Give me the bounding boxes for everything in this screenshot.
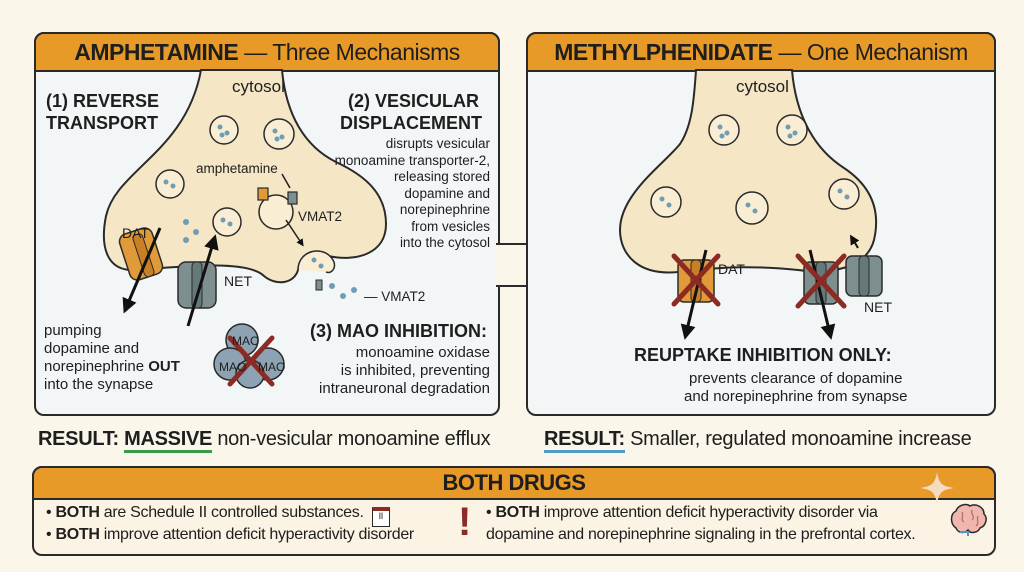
mao-label-top: MAO bbox=[232, 334, 260, 348]
mech2-desc-line: into the cytosol bbox=[399, 235, 490, 250]
bullet-text: are Schedule II controlled substances. bbox=[103, 504, 364, 521]
mech3-desc-line: monoamine oxidase bbox=[355, 344, 490, 361]
mech2-desc-line: from vesicles bbox=[411, 218, 490, 234]
mech3-desc-line: is inhibited, preventing bbox=[340, 362, 490, 379]
amphetamine-dat-transporter bbox=[118, 227, 164, 281]
amphetamine-subtitle: — Three Mechanisms bbox=[244, 38, 460, 65]
mech1-title-line2: TRANSPORT bbox=[46, 113, 158, 133]
methylphenidate-result-text: Smaller, regulated monoamine increase bbox=[630, 428, 972, 450]
amphetamine-title: AMPHETAMINE bbox=[74, 38, 239, 65]
fusing-vesicle bbox=[297, 250, 336, 274]
amphetamine-dat-label: DAT bbox=[122, 225, 149, 241]
reuptake-description: prevents clearance of dopamine and norep… bbox=[684, 370, 907, 406]
vmat2-vesicle bbox=[258, 194, 294, 230]
both-drugs-panel: BOTH DRUGS • BOTH are Schedule II contro… bbox=[32, 466, 996, 556]
methylphenidate-cytosol-label: cytosol bbox=[736, 77, 789, 96]
vmat2-label-b: — VMAT2 bbox=[364, 289, 426, 304]
methylphenidate-title: METHYLPHENIDATE bbox=[554, 38, 773, 65]
methylphenidate-net-label: NET bbox=[864, 299, 892, 315]
reuptake-desc-line: prevents clearance of dopamine bbox=[689, 370, 903, 387]
net-block-x bbox=[795, 253, 847, 309]
pump-desc-line: pumping bbox=[44, 322, 102, 339]
mech2-title-line1: (2) VESICULAR bbox=[348, 91, 480, 111]
bullet-bold: BOTH bbox=[495, 504, 540, 521]
amphetamine-molecule bbox=[257, 187, 269, 201]
methylphenidate-neuron-illustration bbox=[618, 69, 883, 340]
mao-inhibition-x bbox=[227, 335, 275, 387]
methylphenidate-result: RESULT: Smaller, regulated monoamine inc… bbox=[544, 428, 972, 453]
mech2-desc-line: dopamine and bbox=[404, 185, 490, 201]
mech3-desc-line: intraneuronal degradation bbox=[319, 380, 490, 397]
amphetamine-cytosol-label: cytosol bbox=[232, 77, 285, 96]
amphetamine-result: RESULT: MASSIVE non-vesicular monoamine … bbox=[38, 428, 491, 453]
amphetamine-panel-header: AMPHETAMINE — Three Mechanisms bbox=[34, 32, 500, 72]
methylphenidate-result-label: RESULT: bbox=[544, 428, 625, 453]
mech2-description: disrupts vesicular monoamine transporter… bbox=[335, 136, 490, 252]
amphetamine-panel: AMPHETAMINE — Three Mechanisms bbox=[34, 32, 500, 416]
pump-desc-line: dopamine and bbox=[44, 340, 140, 357]
amphetamine-molecule-label: amphetamine bbox=[196, 161, 278, 176]
both-bullet-schedule: • BOTH are Schedule II controlled substa… bbox=[46, 504, 390, 527]
methylphenidate-panel: METHYLPHENIDATE — One Mechanism bbox=[526, 32, 996, 416]
both-bullet-prefrontal-line2: dopamine and norepinephrine signaling in… bbox=[486, 526, 916, 543]
mech2-desc-line: monoamine transporter-2, bbox=[334, 152, 490, 168]
bullet-text: improve attention deficit hyperactivity … bbox=[543, 504, 878, 521]
mech2-desc-line: releasing stored bbox=[393, 169, 490, 184]
bullet-bold: BOTH bbox=[55, 504, 100, 521]
amphetamine-net-transporter bbox=[177, 261, 217, 309]
both-drugs-header: BOTH DRUGS bbox=[32, 466, 996, 500]
brain-icon bbox=[950, 503, 987, 536]
reuptake-desc-line: and norepinephrine from synapse bbox=[684, 388, 908, 405]
pump-desc-text: norepinephrine bbox=[44, 358, 149, 375]
methylphenidate-net-transporter bbox=[845, 255, 883, 297]
amphetamine-neuron-illustration bbox=[102, 69, 388, 389]
vesicle bbox=[155, 115, 295, 237]
vmat2-transporter bbox=[287, 191, 298, 205]
reuptake-title: REUPTAKE INHIBITION ONLY: bbox=[634, 345, 892, 365]
mao-label-right: MAO bbox=[258, 360, 286, 374]
pump-desc-line: norepinephrine OUT bbox=[44, 358, 180, 376]
amphetamine-result-label: RESULT: bbox=[38, 428, 119, 450]
sparkle-icon bbox=[920, 472, 954, 504]
amphetamine-neuron-terminal bbox=[102, 69, 388, 284]
mech1-title-line1: (1) REVERSE bbox=[46, 91, 160, 111]
mao-label-left: MAO bbox=[219, 360, 247, 374]
pump-desc-line: into the synapse bbox=[44, 376, 154, 393]
bullet-bold: BOTH bbox=[55, 526, 100, 543]
vmat2-label: VMAT2 bbox=[298, 209, 343, 224]
mech3-title: (3) MAO INHIBITION: bbox=[310, 321, 487, 341]
methylphenidate-neuron-terminal bbox=[618, 69, 878, 274]
exclamation-icon: ! bbox=[458, 500, 472, 544]
both-bullet-adhd: • BOTH improve attention deficit hyperac… bbox=[46, 526, 415, 543]
amphetamine-net-label: NET bbox=[224, 273, 252, 289]
methylphenidate-subtitle: — One Mechanism bbox=[778, 38, 968, 65]
pump-desc-out: OUT bbox=[148, 358, 180, 375]
amphetamine-result-emphasis: MASSIVE bbox=[124, 428, 212, 453]
mech2-desc-line: disrupts vesicular bbox=[385, 136, 490, 151]
mech2-desc-line: norepinephrine bbox=[399, 202, 490, 217]
pump-description: pumping dopamine and norepinephrine OUT … bbox=[44, 322, 180, 394]
calendar-icon: II bbox=[371, 507, 390, 527]
dat-block-x bbox=[671, 253, 721, 307]
bullet-text: improve attention deficit hyperactivity … bbox=[103, 526, 415, 543]
mech3-description: monoamine oxidase is inhibited, preventi… bbox=[319, 344, 490, 398]
methylphenidate-dat-label: DAT bbox=[718, 261, 745, 277]
both-bullet-prefrontal: • BOTH improve attention deficit hyperac… bbox=[486, 504, 878, 521]
amphetamine-result-text: non-vesicular monoamine efflux bbox=[217, 428, 491, 450]
mech2-title-line2: DISPLACEMENT bbox=[340, 113, 483, 133]
